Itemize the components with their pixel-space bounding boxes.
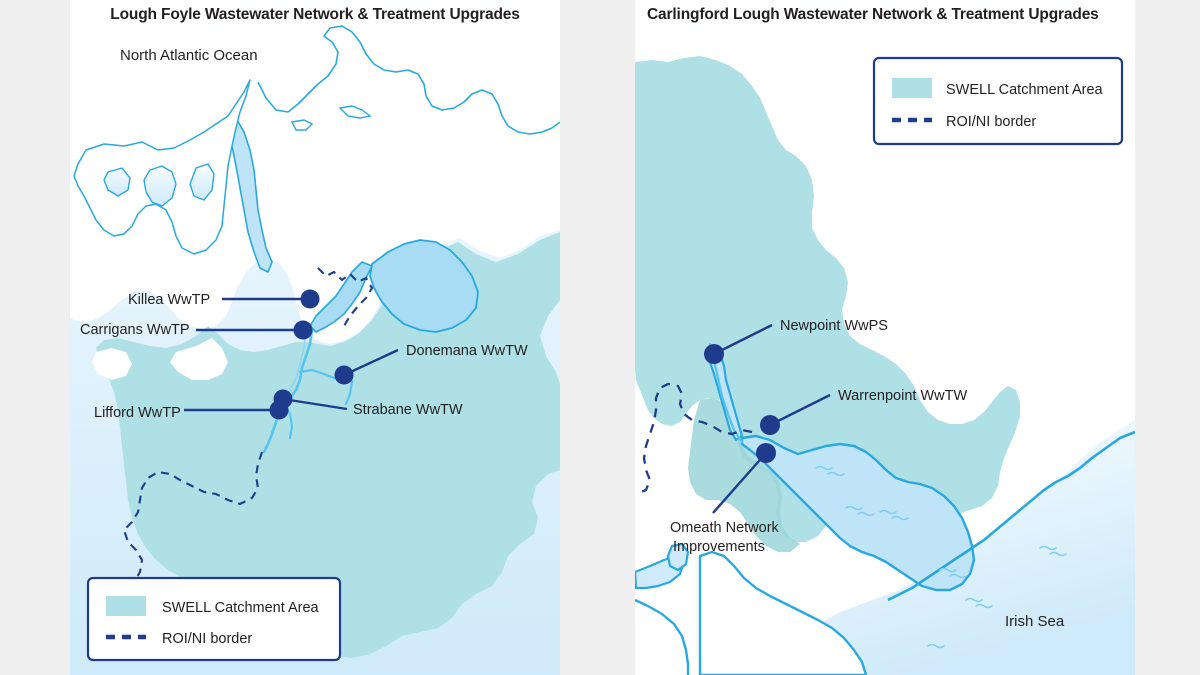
site-annotations — [704, 323, 831, 514]
swell-catchment-area — [635, 56, 1020, 544]
legend-swatch-catchment — [106, 596, 146, 616]
lough-foyle-water — [369, 239, 479, 333]
inishowen-coast — [257, 25, 560, 135]
leader-line-warrenpoint — [769, 393, 831, 427]
nw-inlet-c — [103, 167, 131, 197]
site-marker-carrigans[interactable] — [293, 320, 313, 340]
lough-foyle-map: North Atlantic Ocean Killea WwTP Carriga… — [70, 0, 560, 675]
offshore-detail-1 — [338, 105, 372, 119]
cooley-lower-landline — [635, 598, 690, 675]
site-label-donemana: Donemana WwTW — [406, 343, 528, 359]
carlingford-lough-water — [740, 434, 976, 592]
site-label-warrenpoint: Warrenpoint WwTW — [838, 388, 967, 404]
cooley-spur — [666, 542, 690, 572]
site-marker-newpoint[interactable] — [704, 344, 724, 364]
site-marker-warrenpoint[interactable] — [760, 415, 780, 435]
site-label-omeath-line1: Omeath Network — [670, 520, 780, 536]
site-label-lifford: Lifford WwTP — [94, 405, 181, 421]
map-panel-carlingford-lough: Carlingford Lough Wastewater Network & T… — [635, 0, 1135, 675]
irish-sea-coastline — [887, 430, 1135, 602]
legend-label-catchment: SWELL Catchment Area — [162, 600, 320, 616]
leader-line-newpoint — [713, 323, 773, 356]
site-label-carrigans: Carrigans WwTP — [80, 322, 190, 338]
catchment-overlap-band — [688, 398, 800, 552]
wave-marks — [815, 465, 1067, 649]
nw-inlet-a — [143, 165, 177, 207]
site-marker-killea[interactable] — [300, 289, 320, 309]
legend-box — [872, 56, 1124, 146]
nw-inlet-b — [189, 163, 215, 201]
legend-lough-foyle: SWELL Catchment Area ROI/NI border — [86, 576, 342, 662]
offshore-detail-2 — [290, 119, 314, 131]
leader-line-donemana — [343, 348, 399, 377]
site-marker-omeath[interactable] — [756, 443, 776, 463]
map-panel-lough-foyle: Lough Foyle Wastewater Network & Treatme… — [70, 0, 560, 675]
legend-label-catchment: SWELL Catchment Area — [946, 82, 1104, 98]
site-marker-lifford[interactable] — [269, 400, 289, 420]
irish-sea-background — [760, 420, 1135, 675]
carlingford-lough-map: Irish Sea Newpoint WwPS Warrenpoint WwTW… — [635, 0, 1135, 675]
legend-swatch-catchment — [892, 78, 932, 98]
legend-carlingford-lough: SWELL Catchment Area ROI/NI border — [872, 56, 1124, 146]
leader-line-omeath — [712, 452, 767, 514]
legend-box — [86, 576, 342, 662]
ocean-label-irish-sea: Irish Sea — [1005, 613, 1065, 630]
ocean-label-north-atlantic: North Atlantic Ocean — [120, 47, 258, 64]
roi-ni-border-south — [122, 451, 263, 641]
roi-ni-border — [317, 267, 374, 327]
roi-ni-border — [635, 382, 753, 496]
legend-label-border: ROI/NI border — [946, 114, 1036, 130]
leader-line-strabane — [282, 397, 348, 411]
legend-label-border: ROI/NI border — [162, 631, 252, 647]
catchment-notch-b — [92, 348, 132, 380]
cooley-peninsula-coast — [698, 550, 868, 675]
lough-swilly-water — [227, 117, 273, 273]
site-marker-donemana[interactable] — [334, 365, 354, 385]
site-annotations — [184, 289, 399, 420]
catchment-notch-a — [170, 338, 228, 380]
site-label-strabane: Strabane WwTW — [353, 402, 463, 418]
site-label-newpoint: Newpoint WwPS — [780, 318, 888, 334]
site-label-killea: Killea WwTP — [128, 292, 210, 308]
foyle-estuary — [309, 261, 373, 333]
landmass — [70, 0, 560, 344]
site-label-omeath-line2: Improvements — [673, 539, 765, 555]
